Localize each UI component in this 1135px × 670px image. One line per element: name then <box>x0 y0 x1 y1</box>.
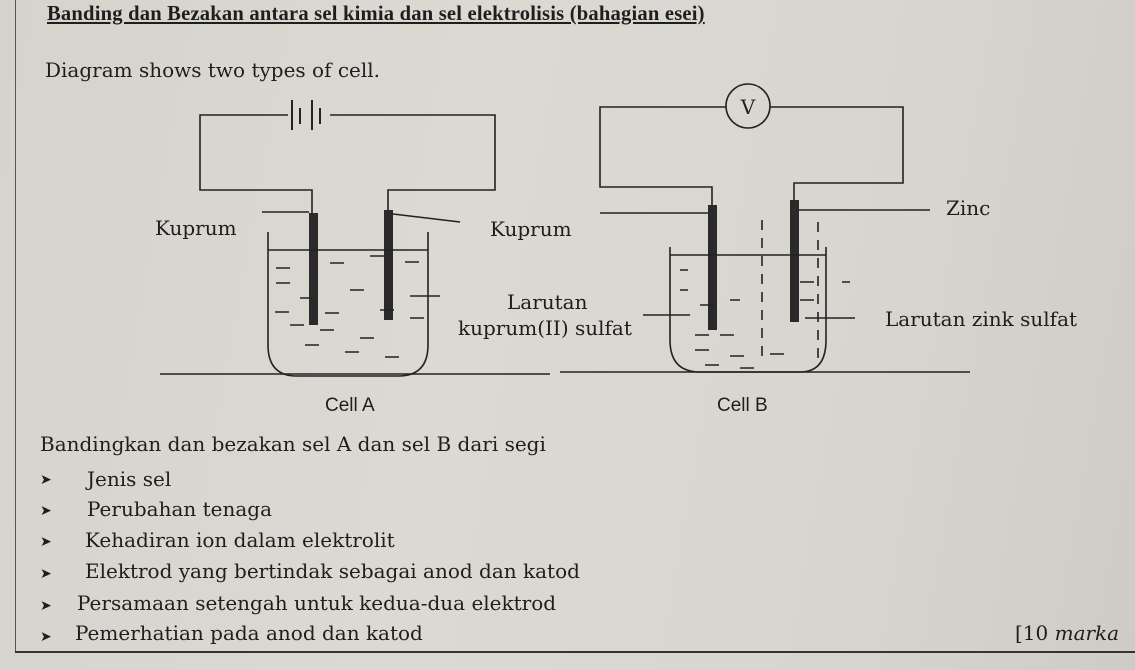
cell-b-zinc-label: Zinc <box>946 196 991 220</box>
arrowhead-bullet-icon: ➤ <box>40 472 52 488</box>
list-item: Elektrod yang bertindak sebagai anod dan… <box>85 559 580 583</box>
cells-diagram: V <box>160 83 970 377</box>
cell-a-wire <box>199 114 496 213</box>
voltmeter-icon <box>725 83 771 129</box>
marks-prefix: [10 <box>1015 621 1055 645</box>
arrowhead-bullet-icon: ➤ <box>40 566 52 582</box>
cell-a-right-electrode <box>384 210 393 320</box>
cell-a-label: Cell A <box>325 395 375 416</box>
arrowhead-bullet-icon: ➤ <box>40 598 52 614</box>
list-item: Persamaan setengah untuk kedua-dua elekt… <box>77 591 557 615</box>
porous-pot-dashes <box>761 220 819 360</box>
battery-icon <box>291 100 321 130</box>
cell-a-diagram <box>160 100 550 377</box>
page-title: Banding dan Bezakan antara sel kimia dan… <box>47 1 705 25</box>
cell-a-left-electrode-label: Kuprum <box>155 216 237 240</box>
arrowhead-bullet-icon: ➤ <box>40 503 52 519</box>
cell-b-electrolyte-dashes <box>643 269 855 369</box>
cell-b-beaker <box>669 247 827 373</box>
cell-a-electrolyte-label-line2: kuprum(II) sulfat <box>458 316 632 340</box>
list-item: Perubahan tenaga <box>87 497 273 521</box>
arrowhead-bullet-icon: ➤ <box>40 629 52 645</box>
cell-a-electrolyte-dashes <box>275 255 440 358</box>
intro-text: Diagram shows two types of cell. <box>45 58 381 82</box>
list-item: Pemerhatian pada anod dan katod <box>75 621 423 645</box>
cell-a-left-electrode <box>309 213 318 325</box>
arrowhead-bullet-icon: ➤ <box>40 534 52 550</box>
svg-text:V: V <box>740 95 756 119</box>
cell-a-beaker <box>267 232 429 377</box>
cell-a-electrolyte-label-line1: Larutan <box>507 290 588 314</box>
cell-a-right-electrode-label: Kuprum <box>490 217 572 241</box>
list-item: Kehadiran ion dalam elektrolit <box>85 528 395 552</box>
question-text: Bandingkan dan bezakan sel A dan sel B d… <box>40 432 546 456</box>
cell-b-wire <box>599 106 904 205</box>
cell-b-electrolyte-label: Larutan zink sulfat <box>885 307 1078 331</box>
page-margin-line <box>15 0 16 652</box>
cell-b-label: Cell B <box>717 395 768 416</box>
cell-b-left-electrode <box>708 205 717 330</box>
cell-b-right-electrode <box>790 200 799 322</box>
marks-word: marka <box>1054 621 1120 645</box>
page-bottom-rule <box>15 651 1135 653</box>
marks-label: [10 marka <box>1015 621 1119 645</box>
cell-b-diagram: V <box>560 83 970 373</box>
list-item: Jenis sel <box>87 467 172 491</box>
